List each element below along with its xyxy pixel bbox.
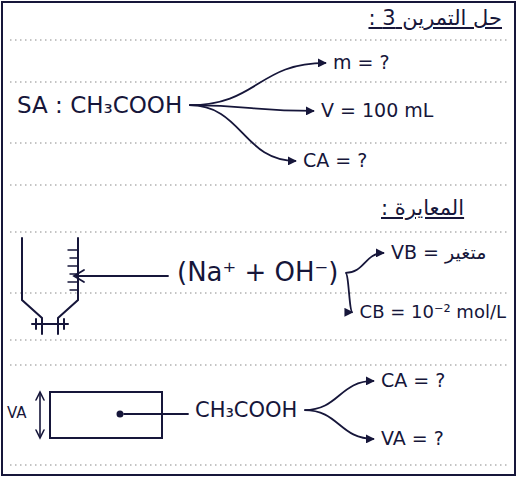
burette-graduation	[68, 250, 78, 290]
arrow-connector	[345, 273, 352, 312]
dotted-line	[10, 464, 508, 465]
dotted-line	[10, 292, 508, 293]
title-text: حل التمرين 3 :	[365, 6, 505, 30]
node-text: CA = ?	[300, 150, 370, 172]
label-text: المعايرة :	[380, 196, 465, 220]
dotted-line	[10, 364, 508, 365]
node-text: SA : CH₃COOH	[14, 92, 185, 118]
burette-stopcock	[36, 319, 64, 329]
beaker-symbol	[36, 392, 188, 438]
text-node: VB = متغير	[388, 242, 489, 264]
text-node: m = ?	[330, 52, 393, 74]
dotted-line	[10, 339, 508, 340]
volume-arrow	[39, 394, 41, 436]
node-text: VA = ?	[378, 428, 447, 450]
dotted-line	[10, 231, 508, 232]
node-text: CA = ?	[378, 370, 448, 392]
node-text: (Na⁺ + OH⁻)	[174, 258, 341, 288]
beaker-dot	[118, 412, 123, 417]
text-node: CA = ?	[300, 150, 370, 172]
leader-line	[76, 275, 168, 277]
node-text: CH₃COOH	[192, 398, 300, 422]
ruled-lines	[10, 40, 508, 465]
section-heading: المعايرة :	[380, 196, 465, 220]
node-text: VB = متغير	[388, 242, 489, 264]
text-node: V = 100 mL	[318, 100, 436, 122]
dotted-line	[10, 184, 508, 185]
text-node: SA : CH₃COOH	[14, 92, 185, 118]
dotted-line	[10, 142, 508, 143]
text-node: CA = ?	[378, 370, 448, 392]
text-node: VA = ?	[378, 428, 447, 450]
arrow-connector	[304, 381, 374, 410]
volume-label: VA	[6, 404, 28, 422]
node-text: CB = 10⁻² mol/L	[357, 302, 509, 323]
burette-wall	[58, 238, 78, 334]
leader-line	[124, 413, 188, 415]
burette-stopcock	[32, 323, 68, 325]
leader-arrowhead	[74, 270, 84, 282]
title: حل التمرين 3 :	[365, 6, 505, 30]
text-node: (Na⁺ + OH⁻)	[174, 258, 341, 288]
burette-symbol	[22, 238, 168, 334]
dotted-line	[10, 39, 508, 40]
arrow-connector	[189, 63, 326, 105]
node-text: m = ?	[330, 52, 393, 74]
text-node: CB = 10⁻² mol/L	[357, 302, 509, 323]
text-node: CH₃COOH	[192, 398, 300, 422]
arrow-connector	[304, 410, 374, 439]
node-text: V = 100 mL	[318, 100, 436, 122]
beaker-outline	[50, 392, 162, 438]
burette-wall	[22, 238, 42, 334]
label-text: VA	[6, 405, 28, 422]
arrow-connector	[189, 105, 296, 161]
arrow-connector	[345, 253, 384, 273]
volume-arrowhead	[36, 392, 44, 438]
